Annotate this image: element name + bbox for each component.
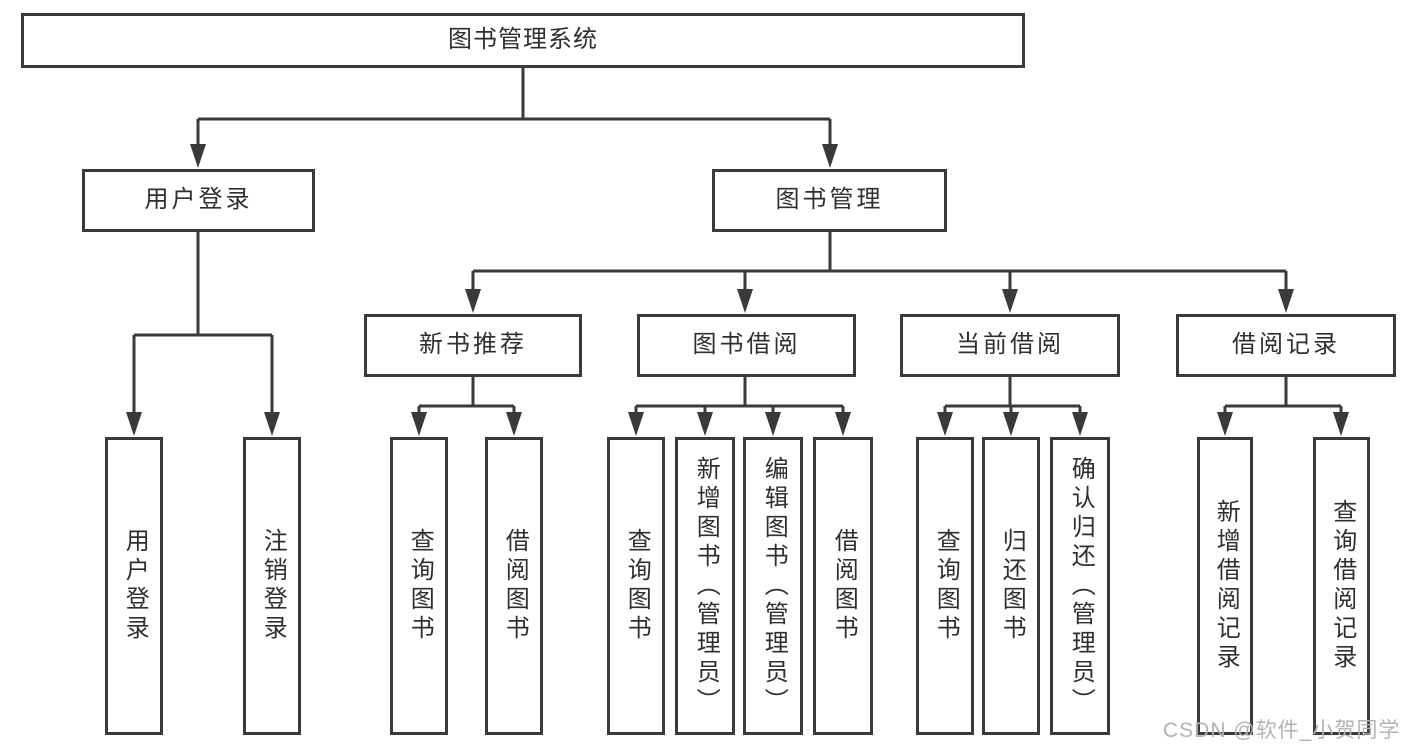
node-leaf-query-books-1: 查询图书 [390,437,448,735]
node-leaf-logout: 注销登录 [243,437,301,735]
node-book-borrow: 图书借阅 [637,314,856,377]
node-leaf-edit-books-admin: 编辑图书（管理员） [743,437,803,735]
node-leaf-borrow-books-2: 借阅图书 [813,437,873,735]
node-user-login: 用户登录 [82,169,315,232]
node-leaf-add-books-admin: 新增图书（管理员） [675,437,735,735]
node-new-book-recommend: 新书推荐 [364,314,582,377]
node-leaf-confirm-return-admin: 确认归还（管理员） [1050,437,1110,735]
node-leaf-add-borrow-record: 新增借阅记录 [1197,437,1253,735]
node-library-management-system: 图书管理系统 [21,13,1025,68]
node-leaf-query-books-2: 查询图书 [607,437,665,735]
node-leaf-return-books: 归还图书 [982,437,1040,735]
node-leaf-query-books-3: 查询图书 [916,437,974,735]
node-borrow-records: 借阅记录 [1176,314,1396,377]
node-leaf-query-borrow-record: 查询借阅记录 [1313,437,1370,735]
node-current-borrow: 当前借阅 [900,314,1120,377]
node-leaf-user-login: 用户登录 [105,437,163,735]
node-leaf-borrow-books-1: 借阅图书 [485,437,543,735]
node-book-management: 图书管理 [712,169,947,232]
csdn-watermark: CSDN @软件_小贺同学 [1163,719,1401,742]
